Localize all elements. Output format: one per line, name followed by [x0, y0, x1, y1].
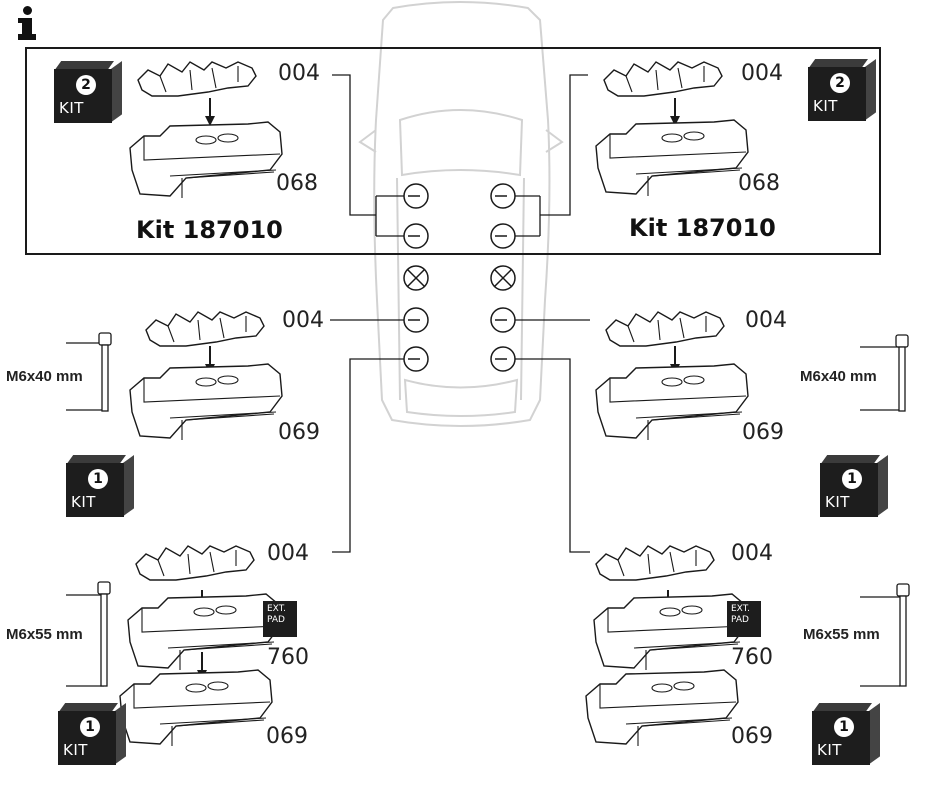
kit-label: KIT — [817, 741, 842, 759]
extpad-label-line-2: PAD — [731, 615, 749, 625]
rear-left-pad-069 — [129, 363, 283, 441]
kit-number: 2 — [76, 75, 96, 95]
ext-left-bolt-label: M6x55 mm — [6, 626, 83, 643]
front-left-clip-label: 004 — [278, 61, 320, 86]
rear-left-clip-004 — [145, 311, 265, 347]
bolt-40-left-icon — [98, 332, 112, 412]
rear-right-pad-label: 069 — [742, 420, 784, 445]
ext-left-extpad-badge: EXT. PAD — [263, 601, 297, 637]
ext-right-clip-004 — [595, 545, 715, 581]
ext-left-pad-069 — [119, 669, 273, 747]
arrow-marks — [408, 195, 507, 360]
rear-left-pad-label: 069 — [278, 420, 320, 445]
kit-number: 1 — [842, 469, 862, 489]
ext-right-bolt-label: M6x55 mm — [803, 626, 880, 643]
info-icon — [16, 6, 38, 42]
car-outline — [358, 1, 564, 427]
ext-left-clip-004 — [135, 545, 255, 581]
rear-left-bolt-label: M6x40 mm — [6, 368, 83, 385]
kit-label: KIT — [63, 741, 88, 759]
ext-right-kit-box: 1 KIT — [812, 703, 880, 765]
bolt-55-left-icon — [97, 581, 111, 687]
rear-left-kit-box: 1 KIT — [66, 455, 134, 517]
ext-right-pad-069 — [585, 669, 739, 747]
ext-left-pad-label: 069 — [266, 724, 308, 749]
front-left-kit-box: 2 KIT — [54, 61, 122, 123]
rear-right-clip-label: 004 — [745, 308, 787, 333]
extpad-label-line-2: PAD — [267, 615, 285, 625]
bolt-55-right-icon — [896, 583, 910, 687]
extpad-label-line-1: EXT. — [267, 604, 286, 614]
bolt-40-right-icon — [895, 334, 909, 412]
rear-right-kit-box: 1 KIT — [820, 455, 888, 517]
kit-label: KIT — [825, 493, 850, 511]
front-left-pad-label: 068 — [276, 171, 318, 196]
kit-number: 1 — [80, 717, 100, 737]
kit-number: 1 — [88, 469, 108, 489]
extpad-label-line-1: EXT. — [731, 604, 750, 614]
ext-left-extpad-code: 760 — [267, 645, 309, 670]
ext-right-pad-label: 069 — [731, 724, 773, 749]
front-left-kit-name: Kit 187010 — [136, 216, 283, 244]
crossed-out-marks — [406, 268, 513, 288]
rear-right-clip-004 — [605, 311, 725, 347]
ext-left-extpad-760 — [127, 593, 281, 671]
kit-label: KIT — [813, 97, 838, 115]
kit-number: 1 — [834, 717, 854, 737]
ext-right-extpad-code: 760 — [731, 645, 773, 670]
front-right-clip-label: 004 — [741, 61, 783, 86]
kit-label: KIT — [59, 99, 84, 117]
front-right-kit-box: 2 KIT — [808, 59, 876, 121]
front-right-pad-label: 068 — [738, 171, 780, 196]
ext-left-clip-label: 004 — [267, 541, 309, 566]
rear-right-bolt-label: M6x40 mm — [800, 368, 877, 385]
kit-label: KIT — [71, 493, 96, 511]
ext-left-kit-box: 1 KIT — [58, 703, 126, 765]
connector-lines — [66, 74, 900, 687]
kit-number: 2 — [830, 73, 850, 93]
ext-right-extpad-760 — [593, 593, 747, 671]
rear-right-pad-069 — [595, 363, 749, 441]
ext-right-clip-label: 004 — [731, 541, 773, 566]
front-right-kit-name: Kit 187010 — [629, 214, 776, 242]
rear-left-clip-label: 004 — [282, 308, 324, 333]
front-kit-frame — [25, 47, 881, 255]
ext-right-extpad-badge: EXT. PAD — [727, 601, 761, 637]
